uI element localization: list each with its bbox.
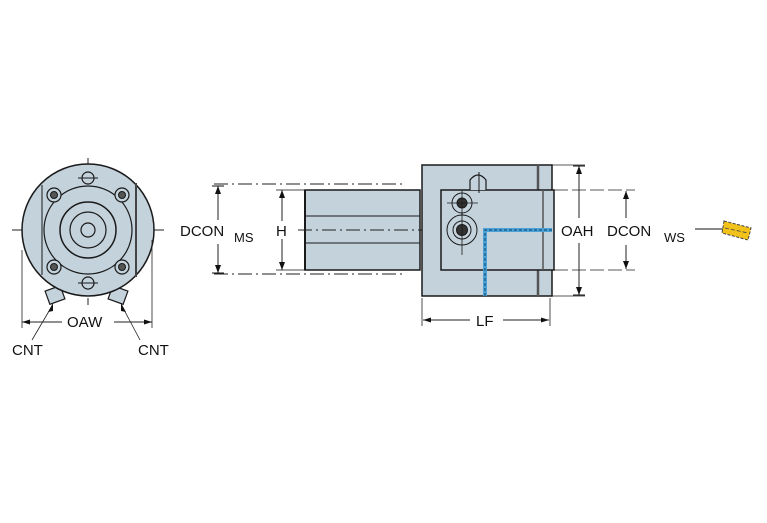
cnt-left-label: CNT <box>12 342 43 359</box>
insert-icon <box>695 220 752 241</box>
dcon-ws-label: DCON <box>607 223 651 240</box>
cnt-right-label: CNT <box>138 342 169 359</box>
bolt-holes <box>46 171 130 290</box>
clamp-screws <box>446 190 478 255</box>
end-view: OAW CNT CNT <box>12 158 169 359</box>
lf-label: LF <box>476 313 494 330</box>
dcon-ms-label: DCON <box>180 223 224 240</box>
dcon-ws-subscript: WS <box>664 230 685 245</box>
side-view: DCON MS H <box>179 164 685 330</box>
coolant-channel <box>483 228 552 296</box>
dcon-ms-subscript: MS <box>234 230 254 245</box>
oah-label: OAH <box>561 223 594 240</box>
oaw-label: OAW <box>67 314 103 331</box>
h-label: H <box>276 223 287 240</box>
